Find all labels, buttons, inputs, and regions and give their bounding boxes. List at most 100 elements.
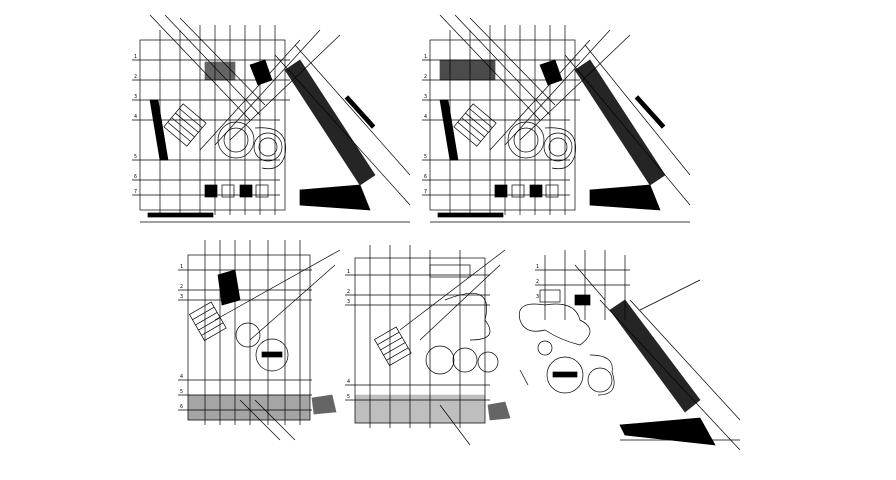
diagonal-wall-inner — [629, 299, 741, 421]
diagonal-dimension-line — [439, 404, 471, 446]
stair-block — [374, 326, 412, 366]
diagonal-dimension-line — [239, 399, 281, 441]
solid-wall — [217, 269, 241, 306]
base-wedge — [487, 401, 511, 421]
grid-label: 2 — [536, 279, 539, 285]
grid-label: 7 — [424, 189, 427, 195]
grid-label: 7 — [134, 189, 137, 195]
diagonal-dimension-line — [214, 249, 341, 321]
plan-top-right — [422, 14, 691, 223]
stair-block — [453, 103, 497, 147]
core-block — [574, 294, 591, 306]
base-wedge — [589, 184, 661, 211]
grid-label: 3 — [134, 94, 137, 100]
grid-labels-bottom-left: 1 2 3 4 5 6 — [180, 264, 183, 410]
plan-bottom-left — [178, 240, 341, 441]
plan-frame — [429, 39, 576, 211]
plan-top-left — [132, 14, 411, 223]
solid-wall — [249, 59, 273, 86]
grid-label: 3 — [424, 94, 427, 100]
core-block — [539, 289, 561, 303]
diagonal-wing — [609, 299, 701, 413]
diagonal-wall-inner — [584, 44, 691, 176]
grid-label: 3 — [536, 294, 539, 300]
grid-label: 6 — [424, 174, 427, 180]
grid-lines-vertical — [204, 240, 301, 425]
solid-wall — [539, 59, 563, 86]
base-wedge — [311, 394, 337, 415]
round-room-label — [552, 371, 578, 378]
round-room — [425, 345, 455, 375]
grid-label: 2 — [424, 74, 427, 80]
diagonal-wall-outer — [564, 54, 691, 206]
grid-label: 4 — [134, 114, 137, 120]
round-room — [546, 356, 584, 394]
round-room — [253, 132, 283, 162]
stair-block — [189, 301, 227, 341]
plan-bottom-right — [518, 250, 741, 451]
base-wedge — [299, 184, 371, 211]
scale-bar — [437, 212, 504, 218]
grid-label: 4 — [347, 379, 350, 385]
grid-label: 4 — [180, 374, 183, 380]
round-room — [548, 137, 568, 157]
road-marker — [634, 95, 666, 129]
plan-frame — [139, 39, 286, 211]
stair-block — [163, 103, 207, 147]
grid-label: 2 — [347, 289, 350, 295]
grid-label: 5 — [180, 389, 183, 395]
curved-wall — [254, 127, 286, 170]
scale-bar — [147, 212, 214, 218]
diagonal-wall-inner — [294, 44, 411, 176]
diagonal-dimension-lines — [149, 14, 341, 151]
grid-label: 3 — [347, 299, 350, 305]
diagonal-dimension-line — [419, 264, 501, 341]
core-block — [204, 61, 236, 81]
grid-labels-bottom-middle: 1 2 3 4 5 — [347, 269, 350, 400]
plan-bottom-middle — [345, 245, 511, 446]
grid-label: 6 — [180, 404, 183, 410]
round-room — [223, 127, 249, 153]
grid-label: 2 — [134, 74, 137, 80]
round-room — [543, 132, 573, 162]
grid-label: 6 — [134, 174, 137, 180]
round-room — [258, 137, 278, 157]
short-segment — [519, 369, 529, 386]
diagonal-dimension-line — [639, 279, 701, 311]
grid-lines-horizontal — [345, 274, 490, 401]
top-block — [429, 264, 471, 278]
round-room — [217, 121, 255, 159]
round-room — [507, 121, 545, 159]
round-room — [452, 347, 478, 373]
diagonal-wall-outer — [274, 54, 411, 206]
core-block — [439, 59, 496, 81]
plan-frame — [187, 254, 311, 421]
grid-label: 5 — [424, 154, 427, 160]
round-room — [477, 351, 499, 373]
diagonal-dimension-line — [399, 249, 506, 331]
grid-lines-vertical — [369, 245, 461, 428]
curved-wall — [444, 292, 491, 341]
round-room — [235, 322, 261, 348]
grid-label: 5 — [347, 394, 350, 400]
service-strip — [354, 394, 486, 424]
grid-label: 1 — [134, 54, 137, 60]
service-strip — [187, 394, 311, 421]
round-room — [513, 127, 539, 153]
diagonal-dimension-line — [254, 399, 296, 441]
curved-wall — [589, 354, 615, 396]
curved-wall — [544, 127, 576, 170]
bottom-rooms — [204, 184, 269, 198]
grid-label: 5 — [134, 154, 137, 160]
grid-label: 1 — [424, 54, 427, 60]
round-room — [587, 367, 613, 393]
round-room — [255, 338, 289, 372]
diagonal-wall-outer — [599, 299, 741, 451]
grid-label: 4 — [424, 114, 427, 120]
round-room-label — [261, 351, 283, 358]
round-room — [537, 340, 553, 356]
grid-label: 1 — [180, 264, 183, 270]
tapering-wall — [149, 99, 169, 161]
